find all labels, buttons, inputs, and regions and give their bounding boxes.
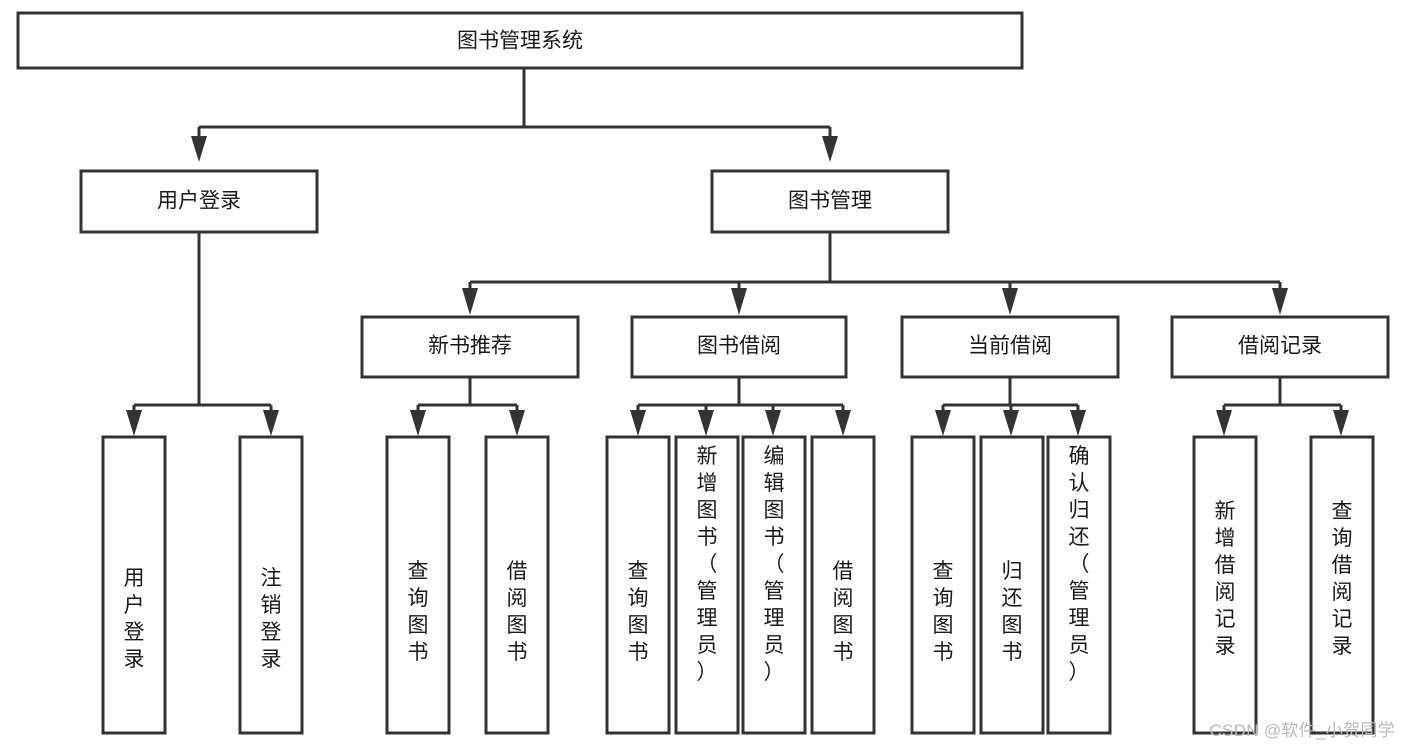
- leaf-borrow-record-1-box[interactable]: [1192, 435, 1258, 735]
- leaf-user-login-1-label: 用户登录: [124, 567, 145, 671]
- leaf-book-borrow-2[interactable]: 新增图书（管理员）: [674, 435, 740, 735]
- leaf-book-borrow-1[interactable]: 查询图书: [605, 435, 671, 735]
- leaf-new-book-1-box[interactable]: [385, 435, 451, 735]
- leaf-new-book-2-box[interactable]: [484, 435, 550, 735]
- node-root-box[interactable]: [16, 11, 1024, 70]
- leaf-user-login-1-box[interactable]: [101, 435, 167, 735]
- leaf-user-login-2-box[interactable]: [238, 435, 304, 735]
- leaf-new-book-1-label: 查询图书: [408, 560, 429, 664]
- leaf-current-borrow-3[interactable]: 确认归还（管理员）: [1046, 435, 1112, 735]
- node-root-label: 图书管理系统: [457, 30, 583, 53]
- leaf-current-borrow-1[interactable]: 查询图书: [910, 435, 976, 735]
- leaf-book-borrow-3-label: 编辑图书（管理员）: [764, 445, 785, 684]
- leaf-book-borrow-2-box[interactable]: [674, 435, 740, 735]
- leaf-current-borrow-2-label: 归还图书: [1002, 560, 1023, 664]
- node-current-borrow[interactable]: 当前借阅: [900, 315, 1120, 379]
- leaf-user-login-1[interactable]: 用户登录: [101, 435, 167, 735]
- leaf-borrow-record-1[interactable]: 新增借阅记录: [1192, 435, 1258, 735]
- node-root[interactable]: 图书管理系统: [16, 11, 1024, 70]
- leaf-current-borrow-3-box[interactable]: [1046, 435, 1112, 735]
- leaf-borrow-record-1-label: 新增借阅记录: [1215, 500, 1236, 658]
- connector-currentborrow-to-leaves: [935, 377, 1086, 436]
- node-book-management[interactable]: 图书管理: [710, 169, 950, 234]
- leaf-user-login-2[interactable]: 注销登录: [238, 435, 304, 735]
- leaf-user-login-2-label: 注销登录: [261, 567, 282, 671]
- leaf-borrow-record-2-box[interactable]: [1309, 435, 1375, 735]
- node-user-login-box[interactable]: [79, 169, 319, 234]
- leaf-book-borrow-4[interactable]: 借阅图书: [810, 435, 876, 735]
- node-book-borrow-label: 图书借阅: [697, 335, 781, 358]
- leaf-current-borrow-2-box[interactable]: [979, 435, 1045, 735]
- node-user-login[interactable]: 用户登录: [79, 169, 319, 234]
- node-book-management-label: 图书管理: [788, 190, 872, 213]
- node-borrow-record-box[interactable]: [1170, 315, 1390, 379]
- leaf-book-borrow-4-box[interactable]: [810, 435, 876, 735]
- node-new-book-recommend-box[interactable]: [360, 315, 580, 379]
- leaf-book-borrow-3[interactable]: 编辑图书（管理员）: [741, 435, 807, 735]
- leaf-book-borrow-4-label: 借阅图书: [833, 560, 854, 664]
- leaf-current-borrow-1-box[interactable]: [910, 435, 976, 735]
- leaf-new-book-2[interactable]: 借阅图书: [484, 435, 550, 735]
- node-new-book-recommend-label: 新书推荐: [428, 335, 512, 358]
- connector-bookmgmt-to-level3: [462, 232, 1288, 315]
- leaf-new-book-2-label: 借阅图书: [507, 560, 528, 664]
- node-current-borrow-label: 当前借阅: [968, 335, 1052, 358]
- leaf-borrow-record-2[interactable]: 查询借阅记录: [1309, 435, 1375, 735]
- leaf-book-borrow-3-box[interactable]: [741, 435, 807, 735]
- node-current-borrow-box[interactable]: [900, 315, 1120, 379]
- leaf-current-borrow-3-label: 确认归还（管理员）: [1069, 445, 1090, 684]
- node-user-login-label: 用户登录: [157, 190, 241, 213]
- connector-userlogin-to-leaves: [126, 232, 279, 436]
- node-book-management-box[interactable]: [710, 169, 950, 234]
- leaf-borrow-record-2-label: 查询借阅记录: [1332, 500, 1353, 658]
- leaf-new-book-1[interactable]: 查询图书: [385, 435, 451, 735]
- leaf-current-borrow-2[interactable]: 归还图书: [979, 435, 1045, 735]
- connector-borrowrecord-to-leaves: [1216, 377, 1349, 436]
- connector-root-to-level2: [191, 68, 838, 162]
- node-borrow-record[interactable]: 借阅记录: [1170, 315, 1390, 379]
- leaf-current-borrow-1-label: 查询图书: [933, 560, 954, 664]
- leaf-book-borrow-1-label: 查询图书: [628, 560, 649, 664]
- node-book-borrow[interactable]: 图书借阅: [630, 315, 848, 379]
- node-new-book-recommend[interactable]: 新书推荐: [360, 315, 580, 379]
- leaf-book-borrow-1-box[interactable]: [605, 435, 671, 735]
- leaf-book-borrow-2-label: 新增图书（管理员）: [697, 445, 718, 684]
- csdn-watermark: CSDN @软件_小贺同学: [1209, 721, 1395, 740]
- connector-newbook-to-leaves: [410, 377, 525, 436]
- node-borrow-record-label: 借阅记录: [1238, 335, 1322, 358]
- connector-bookborrow-to-leaves: [630, 377, 851, 436]
- node-book-borrow-box[interactable]: [630, 315, 848, 379]
